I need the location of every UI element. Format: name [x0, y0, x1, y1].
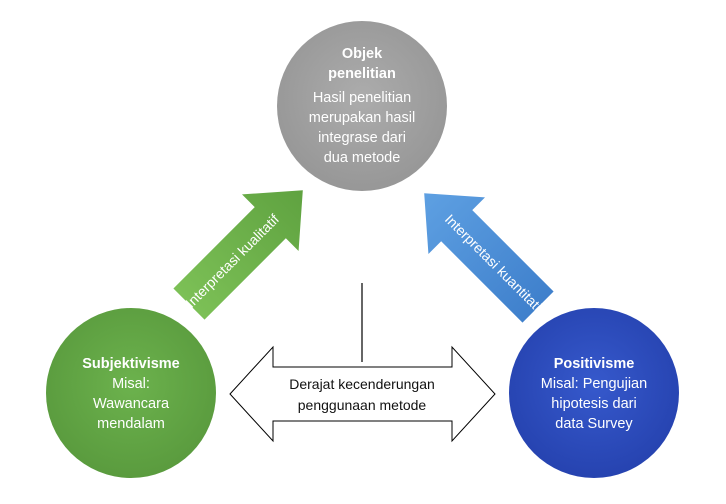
top-node-text-line2: merupakan hasil: [309, 110, 415, 126]
right-node-text-line2: hipotesis dari: [551, 396, 636, 412]
center-arrow-label-line2: penggunaan metode: [298, 397, 427, 413]
qualitative-interpretation-arrow: Interpretasi kualitatif: [173, 190, 303, 320]
left-node-text-line3: mendalam: [97, 416, 165, 432]
top-node-text-line1: Hasil penelitian: [313, 90, 411, 106]
left-node-text-line2: Wawancara: [93, 396, 170, 412]
research-object-circle: [277, 21, 447, 191]
right-node-text-line3: data Survey: [555, 416, 633, 432]
center-double-arrow: [229, 345, 496, 443]
left-node-title: Subjektivisme: [82, 356, 180, 372]
blue-arrow-shape: [424, 193, 554, 323]
right-arrow-label: Interpretasi kuantitatif: [442, 211, 548, 317]
top-node-text-line3: integrase dari: [318, 130, 406, 146]
left-node-text-line1: Misal:: [112, 376, 150, 392]
top-node-title-line2: penelitian: [328, 66, 396, 82]
quantitative-interpretation-arrow: Interpretasi kuantitatif: [424, 193, 554, 323]
center-arrow-label-line1: Derajat kecenderungan: [289, 376, 435, 392]
top-node-text-line4: dua metode: [324, 150, 401, 166]
top-node-title-line1: Objek: [342, 46, 383, 62]
subjectivism-circle: [46, 308, 216, 478]
green-arrow-shape: [173, 190, 303, 320]
right-node-title: Positivisme: [554, 356, 635, 372]
positivism-circle: [509, 308, 679, 478]
right-node-text-line1: Misal: Pengujian: [541, 376, 647, 392]
left-arrow-label: Interpretasi kualitatif: [182, 211, 282, 311]
